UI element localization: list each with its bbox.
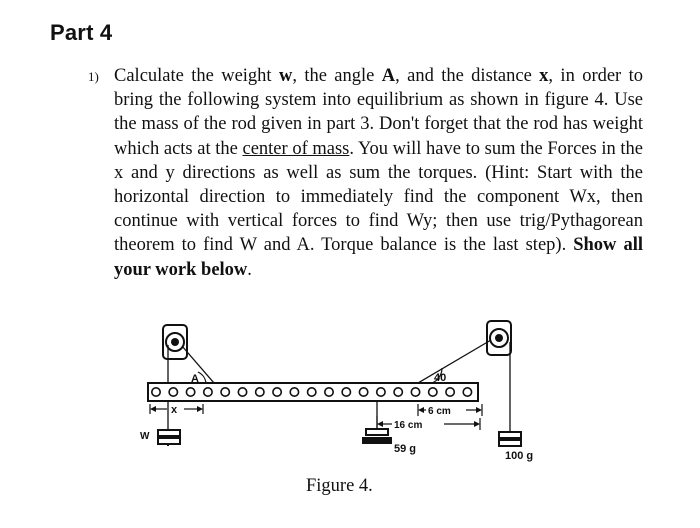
rod-hole — [289, 386, 300, 397]
weight-59g-hanger — [362, 422, 392, 444]
bold-instruction: Show all your work below — [114, 235, 643, 280]
rod-hole — [358, 386, 369, 397]
rod-hole — [445, 386, 456, 397]
bold-w: w — [278, 66, 293, 86]
text-run: . You will have to sum the Forces in the… — [114, 138, 643, 256]
rod-hole — [410, 386, 421, 397]
text-run: , in order to bring the following system… — [114, 66, 643, 159]
weight-w-hanger — [157, 429, 181, 446]
rod-hole — [202, 386, 213, 397]
rod-hole — [323, 386, 334, 397]
x-label: x — [171, 404, 178, 416]
rod-hole — [151, 386, 162, 397]
dimension-6cm — [417, 404, 483, 416]
rod-hole — [168, 386, 179, 397]
rod-hole — [462, 386, 473, 397]
rod-hole — [393, 386, 404, 397]
figure-caption: Figure 4. — [306, 476, 373, 496]
weight-100g-hanger — [498, 431, 522, 447]
problem-number: 1) — [88, 69, 99, 84]
angle-40-label: 40 — [434, 372, 446, 384]
mass-100g-label: 100 g — [505, 450, 533, 462]
angle-a-arc — [197, 371, 207, 384]
rod-hole — [306, 386, 317, 397]
rod-hole — [272, 386, 283, 397]
strings — [167, 339, 511, 432]
rod-hole — [427, 386, 438, 397]
right-pulley — [486, 320, 512, 356]
bold-a: A — [381, 66, 396, 86]
angle-a-label: A — [191, 373, 199, 385]
problem-text: Calculate the weight w, the angle A, and… — [114, 64, 643, 282]
text-run: , the angle — [292, 66, 382, 86]
left-pulley — [162, 324, 188, 360]
rod-hole — [220, 386, 231, 397]
mass-59g-label: 59 g — [394, 443, 416, 455]
bold-x: x — [539, 66, 549, 86]
rod-hole — [341, 386, 352, 397]
text-run: , and the distance — [395, 66, 540, 86]
problem-statement: 1) Calculate the weight w, the angle A, … — [88, 64, 643, 282]
underlined-center-of-mass: center of mass — [242, 138, 350, 159]
dimension-x — [149, 404, 204, 414]
rod-holes — [151, 386, 473, 397]
text-run: Calculate the weight — [114, 66, 279, 86]
rod-hole — [185, 386, 196, 397]
part-heading: Part 4 — [50, 20, 113, 45]
text-run: . — [247, 259, 252, 280]
dist-16cm-label: 16 cm — [394, 420, 422, 431]
dimension-16cm — [376, 416, 481, 432]
rod-hole — [237, 386, 248, 397]
rod-hole — [375, 386, 386, 397]
weight-w-label: W — [140, 431, 150, 442]
dist-6cm-label: 6 cm — [428, 406, 451, 417]
rod — [147, 382, 479, 402]
rod-hole — [254, 386, 265, 397]
